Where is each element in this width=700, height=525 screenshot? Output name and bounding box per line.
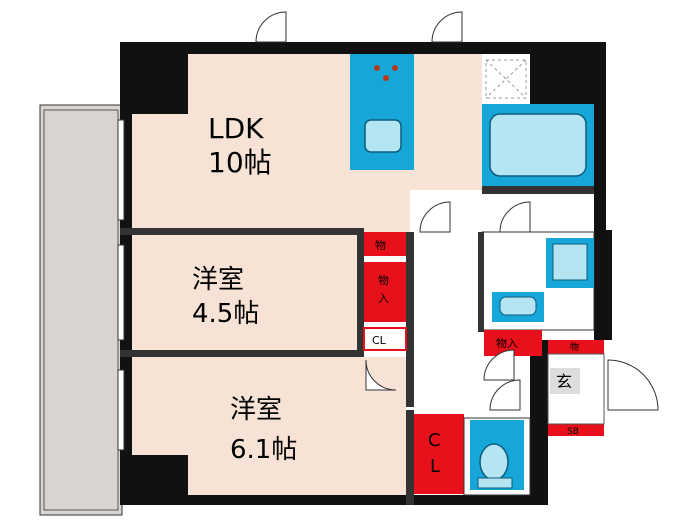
- storage-mono-top: [364, 232, 406, 256]
- door-arc-toilet: [489, 379, 521, 411]
- storage-mono-iri-label-1: 物: [378, 273, 389, 287]
- window-bedroom2: [117, 369, 125, 451]
- door-arc-top-right: [431, 11, 463, 43]
- bedroom1-floor: [132, 235, 357, 350]
- storage-mono-iri-label-2: 入: [378, 292, 389, 305]
- balcony-area: [39, 104, 123, 516]
- toilet-tank: [477, 477, 513, 489]
- wall-cl-left: [406, 410, 414, 505]
- pipe-space-box: [485, 59, 527, 99]
- shoe-box: [548, 424, 604, 436]
- wall-right-mid: [594, 230, 612, 340]
- toilet-icon: [479, 443, 509, 481]
- ldk-size: 10帖: [208, 146, 272, 179]
- wall-right-upper: [594, 42, 606, 237]
- stove-icon: [383, 75, 389, 81]
- wall-bedroom1-right: [357, 228, 364, 356]
- bedroom1-name: 洋室: [192, 265, 244, 295]
- entrance-floor: [550, 368, 580, 394]
- window-ldk: [117, 119, 125, 221]
- storage-cl-small-label: CL: [372, 334, 387, 347]
- wall-hall-left: [406, 232, 414, 407]
- door-arc-ldk: [419, 201, 451, 233]
- pipe-space: [482, 54, 530, 104]
- storage-mono-iri: [364, 262, 406, 322]
- window-bedroom1: [117, 244, 125, 341]
- door-arc-hall: [483, 349, 515, 381]
- wall-top: [120, 42, 602, 54]
- hallway-floor: [414, 232, 478, 407]
- washbasin-icon: [499, 296, 537, 316]
- ldk-name: LDK: [208, 112, 264, 145]
- wall-bottom: [120, 495, 548, 505]
- door-arc-bedroom2: [365, 359, 397, 391]
- door-arc-top-left: [255, 11, 287, 43]
- door-arc-washroom: [499, 201, 531, 233]
- stove-icon: [392, 65, 398, 71]
- shoe-box-label: SB: [567, 427, 579, 437]
- wall-right-lower: [530, 340, 548, 505]
- wall-bedroom1-bedroom2: [120, 350, 364, 357]
- storage-mono-top-label: 物: [375, 238, 386, 252]
- bedroom2-floor: [132, 357, 406, 495]
- storage-mono-right: [548, 340, 604, 354]
- sink-icon: [364, 119, 402, 153]
- washer-pan-inner: [552, 243, 588, 281]
- bedroom2-name: 洋室: [230, 395, 282, 425]
- storage-mono-iri-right-label: 物入: [496, 336, 518, 350]
- wall-hall-right: [478, 232, 484, 332]
- closet-large-label-l: L: [430, 456, 440, 477]
- wall-top-right-block: [530, 42, 602, 112]
- entrance-label: 玄: [556, 372, 572, 391]
- storage-mono-right-label: 物: [570, 341, 579, 353]
- bath-wall: [482, 186, 594, 194]
- bedroom1-size: 4.5帖: [192, 299, 259, 329]
- closet-large-label-c: C: [428, 430, 441, 451]
- closet-large: [414, 414, 464, 494]
- bathtub-icon: [489, 113, 587, 177]
- wall-ldk-bedroom1: [120, 228, 364, 235]
- bedroom2-size: 6.1帖: [230, 435, 297, 465]
- stove-icon: [374, 65, 380, 71]
- storage-cl-small: [363, 327, 407, 351]
- door-arc-entrance: [607, 359, 659, 411]
